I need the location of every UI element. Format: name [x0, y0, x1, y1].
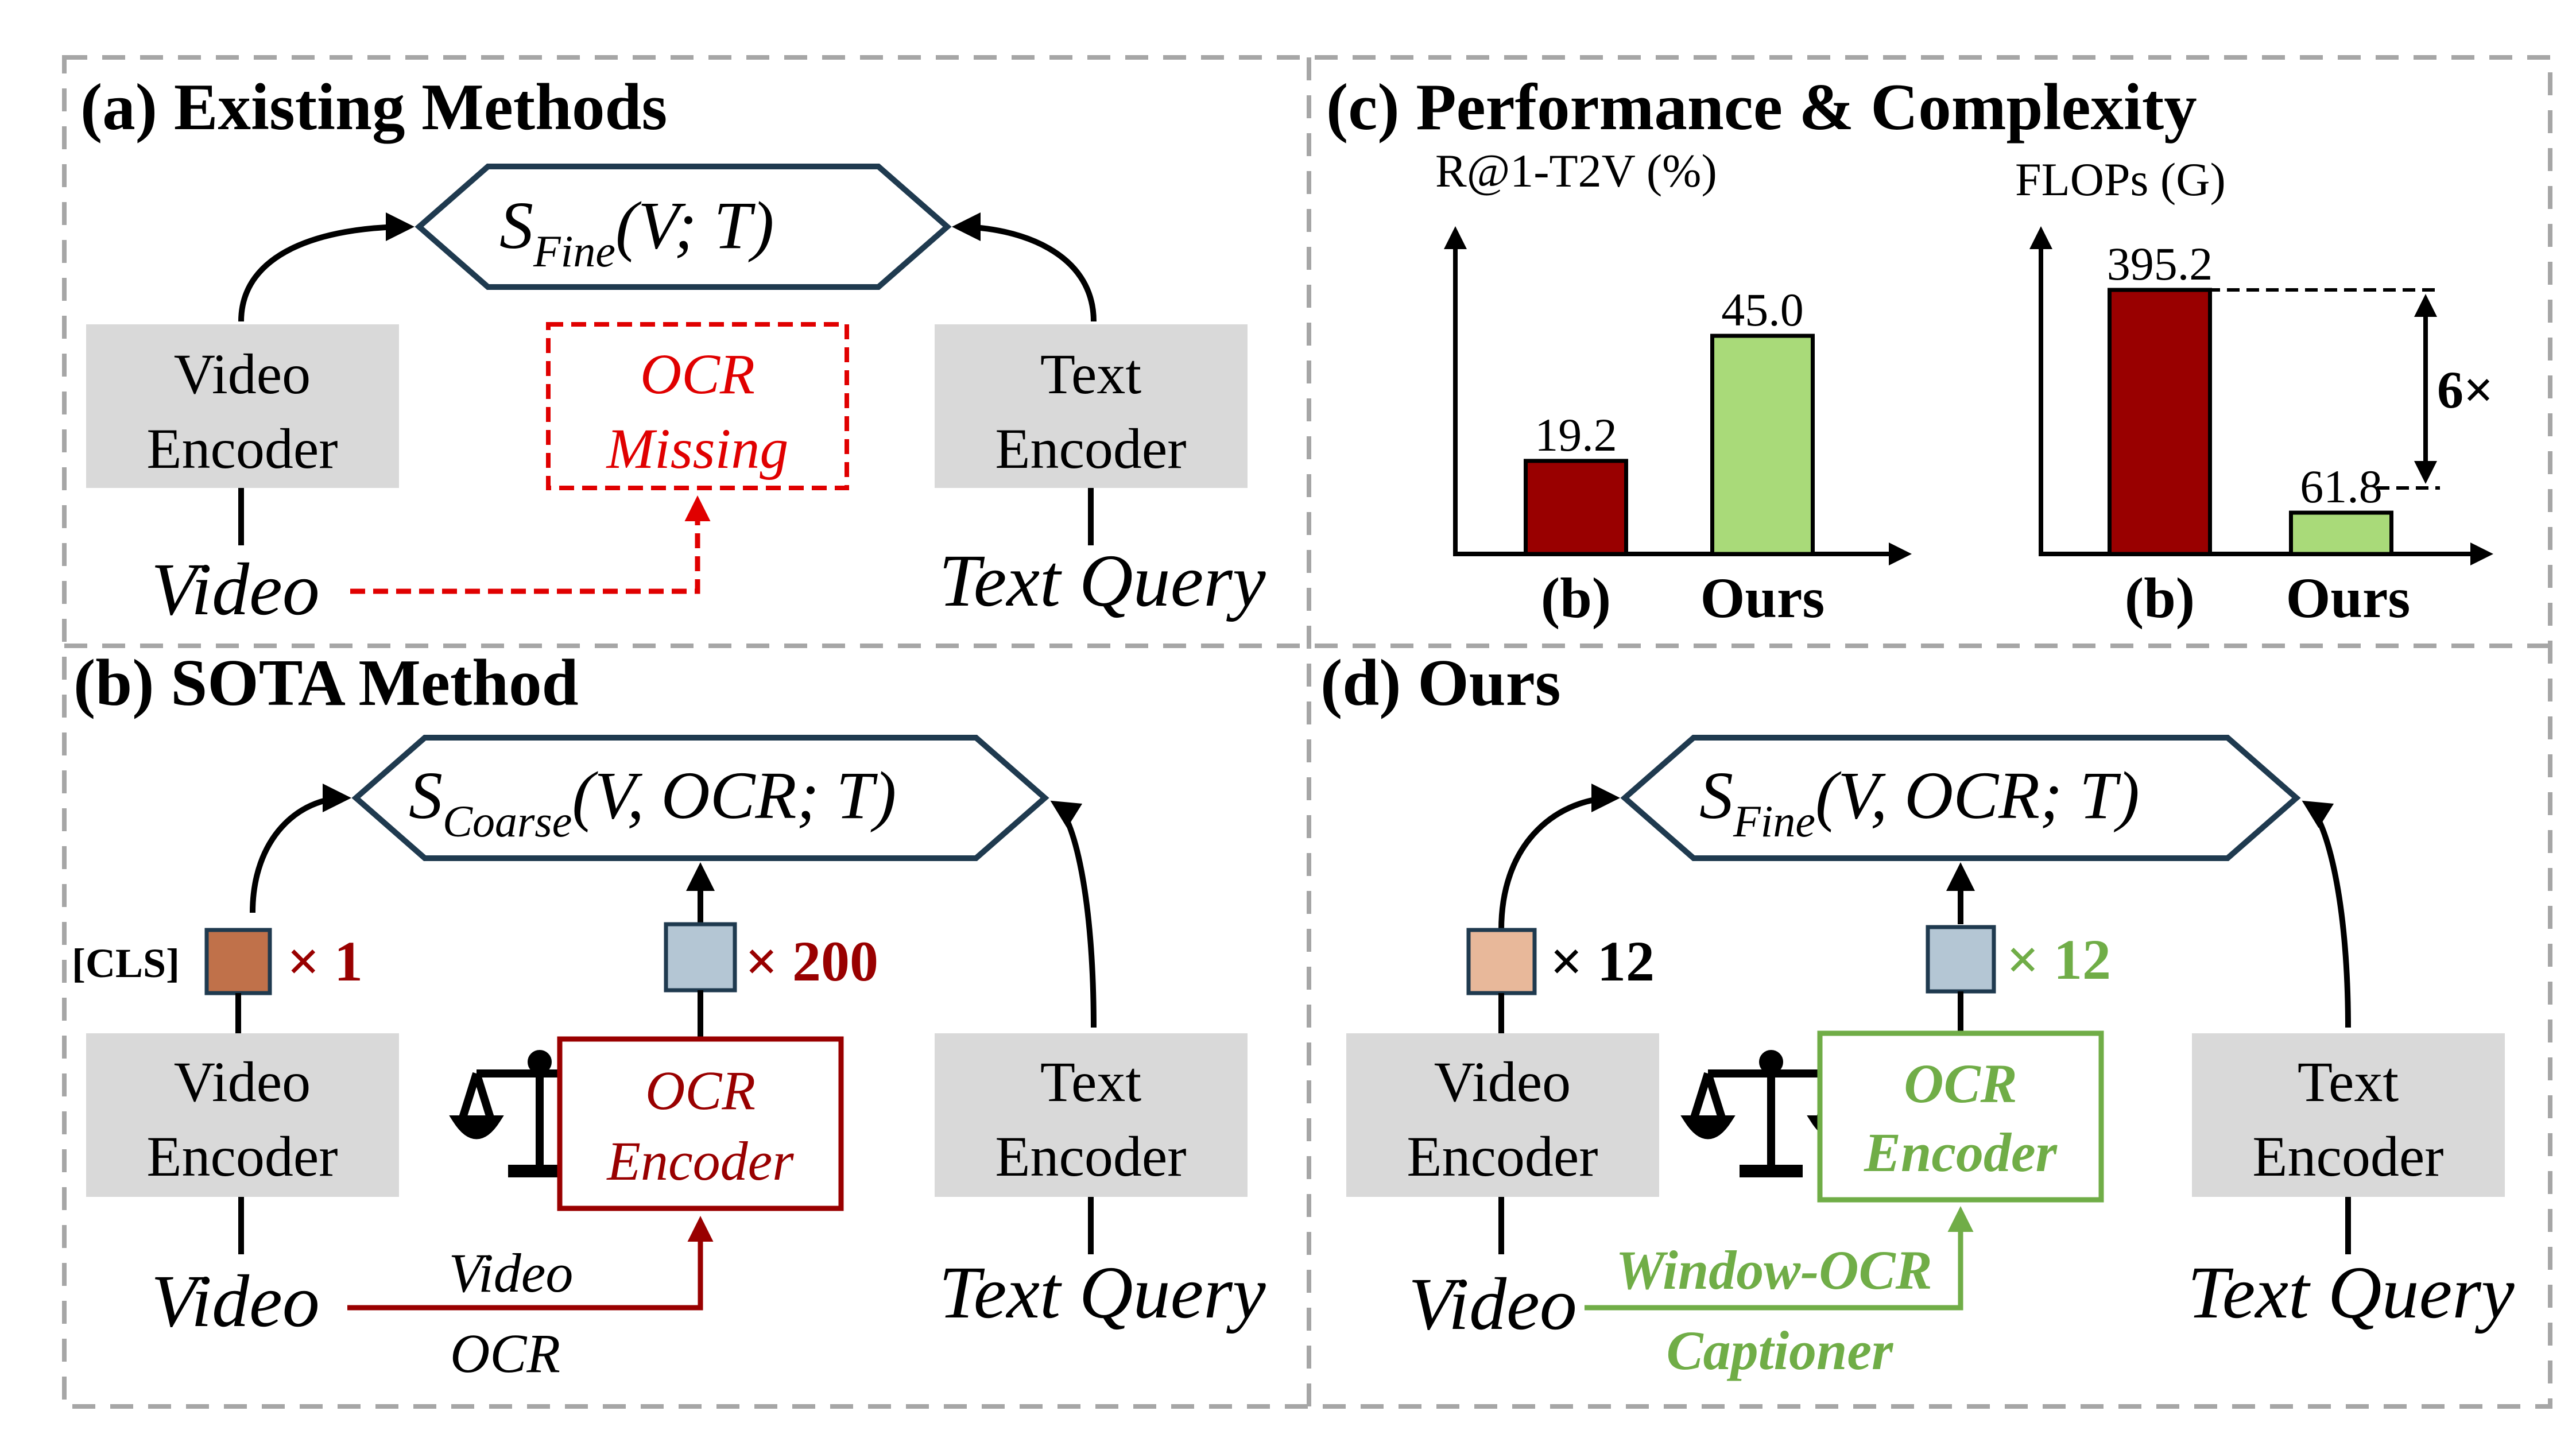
ocr-encoder-d-line1: OCR: [1904, 1053, 2017, 1114]
chart-flops: FLOPs (G) 395.2 61.8 (b) Ours 6×: [2015, 153, 2493, 630]
text-encoder-a-line2: Encoder: [995, 417, 1186, 480]
ocr-token-b: [664, 922, 737, 993]
score-a-main: S: [499, 188, 533, 263]
ocr-encoder-b-line1: OCR: [645, 1060, 756, 1121]
video-encoder-b-line1: Video: [174, 1050, 311, 1114]
video-encoder-a-line2: Encoder: [146, 417, 338, 480]
panel-frame: [62, 55, 2552, 1409]
ocr-encoder-b: [557, 1036, 844, 1211]
score-b-main: S: [409, 758, 443, 833]
score-a-sub: Fine: [533, 226, 615, 276]
edge-label-ocr-b: OCR: [450, 1323, 560, 1384]
chart-r1-ylabel: R@1-T2V (%): [1435, 145, 1717, 197]
arrow-video-to-score-b: [250, 784, 351, 913]
text-input-d: Text Query: [2187, 1251, 2515, 1334]
chart-r1-xtick-1: Ours: [1700, 566, 1825, 630]
text-encoder-d-line1: Text: [2298, 1050, 2399, 1114]
score-d-main: S: [1699, 758, 1733, 833]
panel-b: (b) SOTA Method SCoarse(V, OCR; T) [CLS]…: [72, 646, 1266, 1384]
video-token-d: [1466, 928, 1537, 995]
arrow-text-to-score-d: [2302, 800, 2351, 1028]
chart-flops-value-label-0: 395.2: [2107, 238, 2213, 290]
video-encoder-a: [86, 324, 399, 488]
captioner-label-line1: Window-OCR: [1616, 1239, 1932, 1301]
text-encoder-d: [2192, 1033, 2505, 1197]
svg-text:SCoarse(V, OCR; T): SCoarse(V, OCR; T): [409, 758, 896, 846]
edge-label-video-b: Video: [449, 1242, 574, 1304]
panel-c: (c) Performance & Complexity R@1-T2V (%)…: [1326, 71, 2493, 630]
video-encoder-a-line1: Video: [174, 342, 311, 406]
video-encoder-d: [1346, 1033, 1659, 1197]
video-encoder-b-line2: Encoder: [146, 1125, 338, 1188]
cls-label: [CLS]: [72, 940, 180, 986]
score-d-args: (V, OCR; T): [1815, 758, 2140, 833]
chart-flops-value-label-1: 61.8: [2300, 460, 2383, 513]
text-encoder-b: [935, 1033, 1248, 1197]
chart-flops-bar-0: [2108, 288, 2212, 556]
ocr-missing-arrow: [350, 495, 711, 594]
chart-flops-xtick-1: Ours: [2286, 566, 2411, 630]
ocr-missing-box: [546, 322, 849, 490]
score-a-args: (V; T): [615, 188, 774, 263]
cls-count: × 1: [287, 929, 363, 993]
cls-token: [204, 928, 272, 995]
score-hexagon-a: [415, 164, 952, 290]
video-encoder-d-line1: Video: [1434, 1050, 1571, 1114]
video-input-d: Video: [1408, 1263, 1577, 1346]
panel-d: (d) Ours SFine(V, OCR; T) × 12 × 12 Vide…: [1320, 646, 2515, 1381]
arrow-text-to-score-a: [952, 212, 1097, 322]
svg-text:SFine(V, OCR; T): SFine(V, OCR; T): [1699, 758, 2140, 846]
chart-r1-value-label-0: 19.2: [1535, 409, 1617, 461]
video-input-b: Video: [151, 1260, 320, 1343]
panel-d-title: (d) Ours: [1320, 646, 1561, 719]
ocr-missing-line1: OCR: [640, 342, 755, 406]
flops-ratio-label: 6×: [2437, 361, 2493, 419]
chart-flops-xtick-0: (b): [2125, 566, 2195, 630]
score-hexagon-d: [1620, 735, 2301, 861]
score-b-args: (V, OCR; T): [572, 758, 896, 833]
video-encoder-b: [86, 1033, 399, 1197]
score-d-sub: Fine: [1733, 796, 1815, 846]
text-input-b: Text Query: [939, 1251, 1266, 1334]
text-encoder-a-line1: Text: [1040, 342, 1141, 406]
score-hexagon-b: [351, 735, 1049, 861]
ocr-encoder-b-line2: Encoder: [606, 1130, 794, 1192]
video-encoder-d-line2: Encoder: [1407, 1125, 1598, 1188]
video-count-d: × 12: [1550, 929, 1655, 993]
ocr-missing-line2: Missing: [606, 417, 789, 480]
chart-r1-xtick-0: (b): [1541, 566, 1611, 630]
video-input-a: Video: [151, 548, 320, 631]
text-encoder-b-line2: Encoder: [995, 1125, 1186, 1188]
arrow-video-to-score-a: [238, 212, 415, 322]
text-input-a: Text Query: [939, 540, 1266, 622]
captioner-edge-d: [1585, 1206, 1974, 1311]
chart-r1-bar-1: [1710, 334, 1815, 556]
ocr-encoder-d-line2: Encoder: [1864, 1122, 2058, 1183]
ocr-count-b: × 200: [745, 929, 878, 993]
panel-a-title: (a) Existing Methods: [80, 71, 667, 144]
panel-c-title: (c) Performance & Complexity: [1326, 71, 2197, 144]
chart-flops-bar-1: [2289, 510, 2393, 556]
ocr-count-d: × 12: [2006, 928, 2111, 991]
svg-text:SFine(V; T): SFine(V; T): [499, 188, 774, 276]
chart-r1: R@1-T2V (%) 19.2 45.0 (b) Ours: [1435, 145, 1912, 630]
panel-a: (a) Existing Methods SFine(V; T) Video E…: [80, 71, 1266, 631]
text-encoder-b-line1: Text: [1040, 1050, 1141, 1114]
text-encoder-a: [935, 324, 1248, 488]
arrow-video-to-score-d: [1498, 784, 1620, 931]
ocr-encoder-d: [1817, 1030, 2104, 1203]
score-b-sub: Coarse: [443, 796, 572, 846]
chart-r1-value-label-1: 45.0: [1721, 284, 1804, 336]
captioner-label-line2: Captioner: [1667, 1320, 1894, 1381]
arrow-text-to-score-b: [1050, 800, 1097, 1028]
chart-flops-ylabel: FLOPs (G): [2015, 153, 2226, 206]
video-ocr-edge-b: [347, 1216, 714, 1311]
text-encoder-d-line2: Encoder: [2252, 1125, 2443, 1188]
ocr-token-d: [1926, 925, 1996, 994]
panel-b-title: (b) SOTA Method: [73, 646, 579, 719]
chart-r1-bar-0: [1524, 459, 1628, 556]
